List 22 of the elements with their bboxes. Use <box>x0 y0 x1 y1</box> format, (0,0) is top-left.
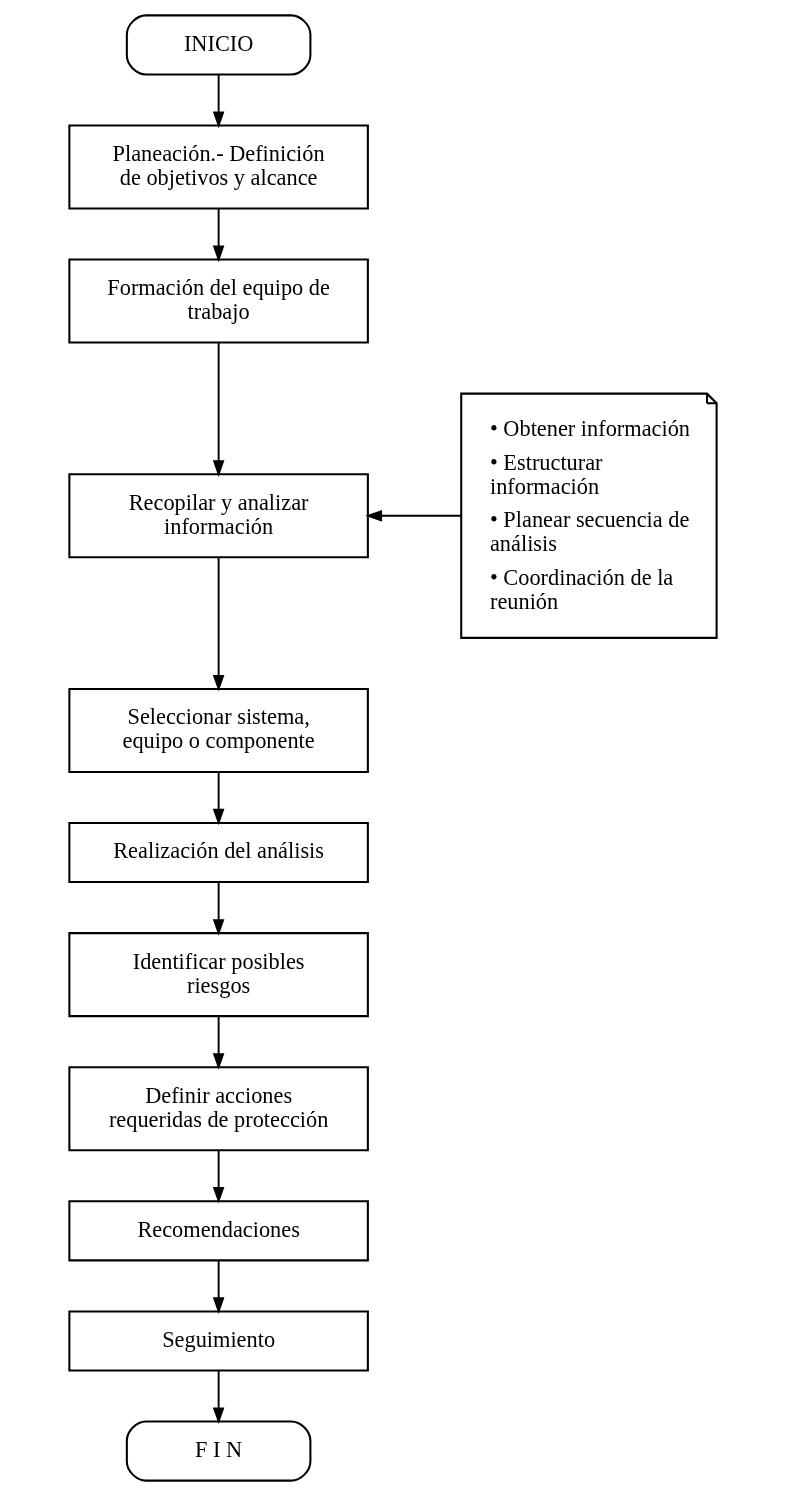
node-box: Identificar posibles riesgos <box>67 932 369 1018</box>
arrow <box>212 881 224 936</box>
node-box: Formación del equipo de trabajo <box>67 258 369 344</box>
arrow <box>364 509 462 522</box>
node-box: F I N <box>125 1420 311 1482</box>
arrow <box>212 771 224 826</box>
node-box: Definir acciones requeridas de protección <box>67 1066 369 1152</box>
node-box: Seguimiento <box>67 1310 369 1372</box>
arrow <box>212 556 224 692</box>
arrow <box>212 1259 224 1314</box>
node-box: Planeación.- Definición de objetivos y alcance <box>67 124 369 210</box>
arrow <box>212 207 224 263</box>
node-box: Recopilar y analizar información <box>67 473 369 559</box>
arrow <box>212 73 224 129</box>
node-box: Realización del análisis <box>67 822 369 884</box>
node-box: Seleccionar sistema, equipo o componente <box>67 687 369 773</box>
arrow <box>212 1149 224 1204</box>
arrow <box>212 1015 224 1070</box>
arrow <box>212 1369 224 1425</box>
node-box: INICIO <box>125 14 311 76</box>
node-box: Recomendaciones <box>67 1200 369 1262</box>
arrow <box>212 342 224 477</box>
